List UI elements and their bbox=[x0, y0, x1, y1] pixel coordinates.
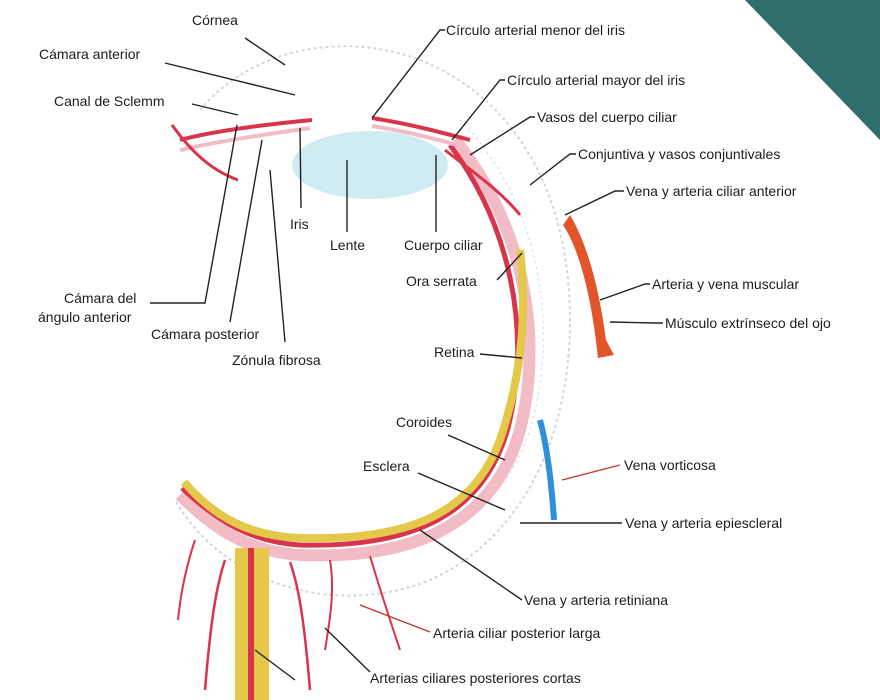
posterior-ciliary-artery-1 bbox=[205, 560, 225, 690]
label-retina: Retina bbox=[434, 344, 475, 360]
label-sclera: Esclera bbox=[363, 458, 410, 474]
posterior-ciliary-artery-4 bbox=[370, 556, 400, 650]
leader-muscular-artery bbox=[600, 284, 650, 300]
label-cornea: Córnea bbox=[192, 12, 238, 28]
label-choroid: Coroides bbox=[396, 414, 452, 430]
leader-anterior-ciliary bbox=[565, 191, 624, 215]
label-iris: Iris bbox=[290, 216, 309, 232]
label-extrinsic-muscle: Músculo extrínseco del ojo bbox=[665, 315, 831, 331]
iris-left-2 bbox=[180, 128, 310, 150]
label-ciliary-body-vessels: Vasos del cuerpo ciliar bbox=[537, 109, 677, 125]
label-anterior-ciliary: Vena y arteria ciliar anterior bbox=[626, 183, 797, 199]
label-anterior-angle-chamber-1: Cámara del bbox=[64, 290, 136, 306]
sclera-layer bbox=[180, 140, 530, 555]
leader-zonule bbox=[270, 170, 285, 342]
posterior-ciliary-artery-5 bbox=[178, 540, 195, 620]
vortex-vein bbox=[540, 420, 554, 520]
label-major-arterial-circle: Círculo arterial mayor del iris bbox=[507, 72, 685, 88]
label-long-posterior-ciliary: Arteria ciliar posterior larga bbox=[433, 625, 600, 641]
label-zonule: Zónula fibrosa bbox=[232, 352, 321, 368]
label-posterior-chamber: Cámara posterior bbox=[151, 326, 259, 342]
label-episcleral: Vena y arteria epiescleral bbox=[625, 515, 782, 531]
label-muscular-artery: Arteria y vena muscular bbox=[652, 276, 799, 292]
leader-posterior-chamber bbox=[230, 140, 262, 322]
leader-vortex-vein bbox=[562, 465, 620, 480]
leader-schlemm bbox=[192, 104, 238, 115]
label-ciliary-body: Cuerpo ciliar bbox=[404, 237, 483, 253]
label-lens: Lente bbox=[330, 237, 365, 253]
label-anterior-chamber: Cámara anterior bbox=[39, 46, 140, 62]
label-retinal-vessels: Vena y arteria retiniana bbox=[524, 592, 668, 608]
leader-cornea bbox=[245, 38, 285, 65]
posterior-ciliary-artery-2 bbox=[290, 562, 310, 690]
leader-anterior-chamber bbox=[165, 63, 295, 95]
leader-short-posterior bbox=[325, 628, 370, 672]
label-minor-arterial-circle: Círculo arterial menor del iris bbox=[446, 22, 625, 38]
leader-iris bbox=[300, 128, 301, 208]
leader-long-posterior bbox=[360, 605, 430, 632]
corner-accent bbox=[745, 0, 880, 140]
leader-retinal-vessels bbox=[420, 530, 522, 600]
central-retinal-vessel bbox=[248, 548, 254, 700]
posterior-ciliary-artery-3 bbox=[325, 560, 332, 650]
leader-major-circle bbox=[452, 80, 505, 140]
leader-minor-circle bbox=[372, 30, 445, 118]
label-schlemm-canal: Canal de Sclemm bbox=[54, 93, 165, 109]
leader-extrinsic-muscle bbox=[610, 322, 663, 323]
lens-shape bbox=[292, 131, 448, 199]
label-ora-serrata: Ora serrata bbox=[406, 273, 477, 289]
label-anterior-angle-chamber-2: ángulo anterior bbox=[38, 309, 132, 325]
label-short-posterior-ciliary: Arterias ciliares posteriores cortas bbox=[370, 670, 581, 686]
label-vortex-vein: Vena vorticosa bbox=[624, 457, 716, 473]
label-conjunctiva: Conjuntiva y vasos conjuntivales bbox=[578, 146, 780, 162]
